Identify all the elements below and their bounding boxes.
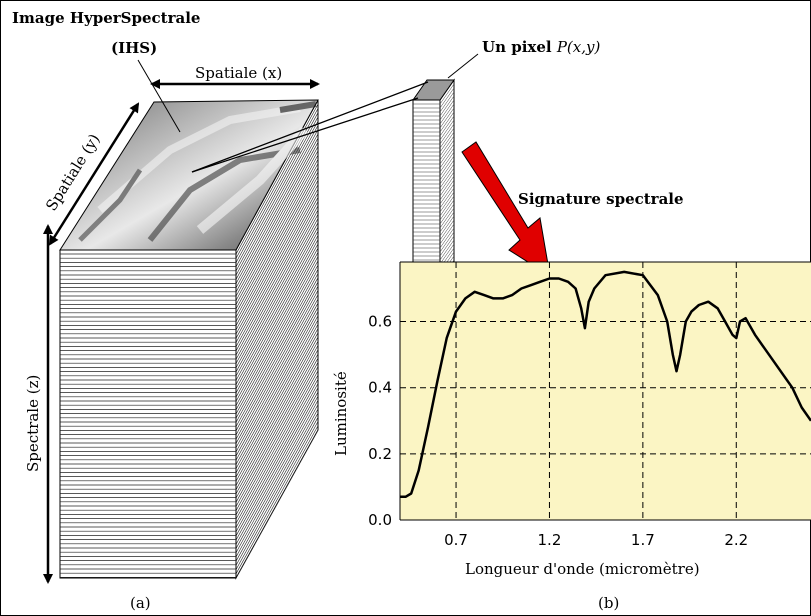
chart-tick-labels: 0.7 1.2 1.7 2.2 0.0 0.2 0.4 0.6 [368, 313, 748, 549]
x-axis-label: Longueur d'onde (micromètre) [465, 560, 700, 578]
spectral-chart: 0.7 1.2 1.7 2.2 0.0 0.2 0.4 0.6 [368, 261, 811, 549]
pixel-top [412, 79, 455, 101]
y-axis-label: Luminosité [332, 371, 350, 456]
title-line1: Image HyperSpectrale [12, 9, 200, 27]
chart-grid [400, 262, 811, 520]
y-tick-label: 0.0 [368, 511, 392, 529]
pixel-pointer-line [447, 53, 479, 79]
pixel-label: Un pixel P(x,y) [482, 38, 600, 56]
red-arrow [461, 141, 551, 278]
series-line [400, 270, 811, 499]
panel-b-label: (b) [598, 594, 619, 612]
x-tick-label: 1.2 [538, 531, 562, 549]
spatial-x-label: Spatiale (x) [195, 64, 282, 82]
spatial-y-arrow [48, 102, 140, 246]
x-tick-label: 1.7 [631, 531, 655, 549]
spectral-z-label: Spectrale (z) [24, 375, 42, 472]
ray-line-lower [191, 97, 419, 173]
cube-front-face [59, 249, 237, 579]
plot-background [400, 262, 811, 520]
y-tick-label: 0.2 [368, 445, 392, 463]
panel-a-label: (a) [130, 594, 151, 612]
hyperspectral-cube [59, 99, 319, 580]
y-tick-label: 0.6 [368, 313, 392, 331]
signature-label: Signature spectrale [518, 190, 684, 208]
ray-line-upper [191, 81, 429, 173]
x-tick-label: 2.2 [724, 531, 748, 549]
title-pointer-line [137, 59, 181, 133]
cube-side-layers [235, 99, 319, 579]
x-tick-label: 0.7 [444, 531, 468, 549]
title-line2: (IHS) [111, 39, 157, 57]
y-tick-label: 0.4 [368, 379, 392, 397]
cube-front-layers [60, 253, 236, 578]
